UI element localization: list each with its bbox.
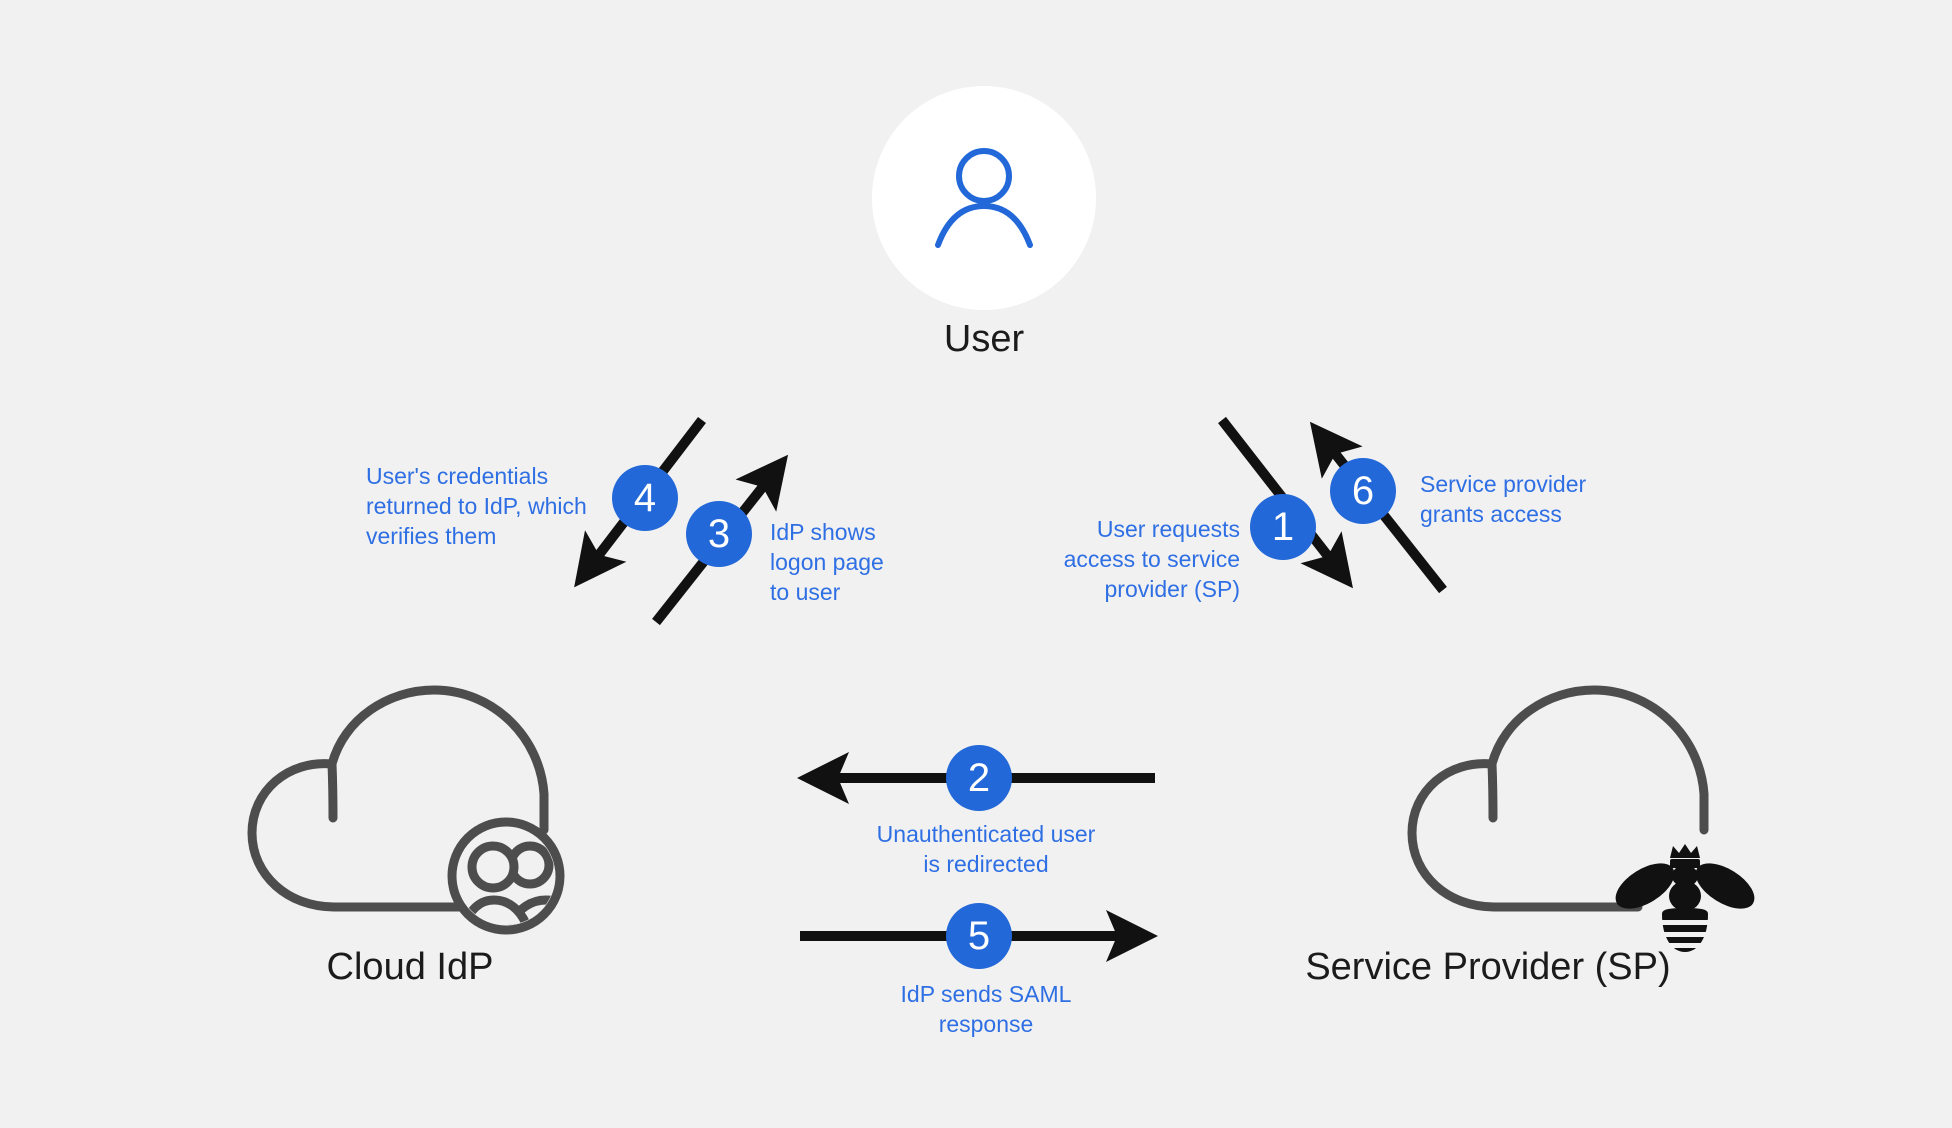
- cloud-shape: [1407, 685, 1709, 912]
- crowned-bee-icon: [1615, 844, 1755, 952]
- cloud-idp-label: Cloud IdP: [326, 946, 494, 988]
- cloud-shape: [247, 685, 549, 912]
- cloud-idp-node: [200, 680, 620, 970]
- step-badge-4[interactable]: 4: [612, 465, 678, 531]
- step-badge-3[interactable]: 3: [686, 501, 752, 567]
- step-badge-6[interactable]: 6: [1330, 458, 1396, 524]
- step-badge-5[interactable]: 5: [946, 903, 1012, 969]
- cloud-users-badge-icon: [447, 817, 565, 935]
- user-node-label: User: [943, 318, 1025, 360]
- step-badge-1[interactable]: 1: [1250, 494, 1316, 560]
- service-provider-label: Service Provider (SP): [1305, 946, 1671, 988]
- person-icon: [922, 136, 1046, 260]
- step-badge-2[interactable]: 2: [946, 745, 1012, 811]
- service-provider-node: [1360, 680, 1780, 970]
